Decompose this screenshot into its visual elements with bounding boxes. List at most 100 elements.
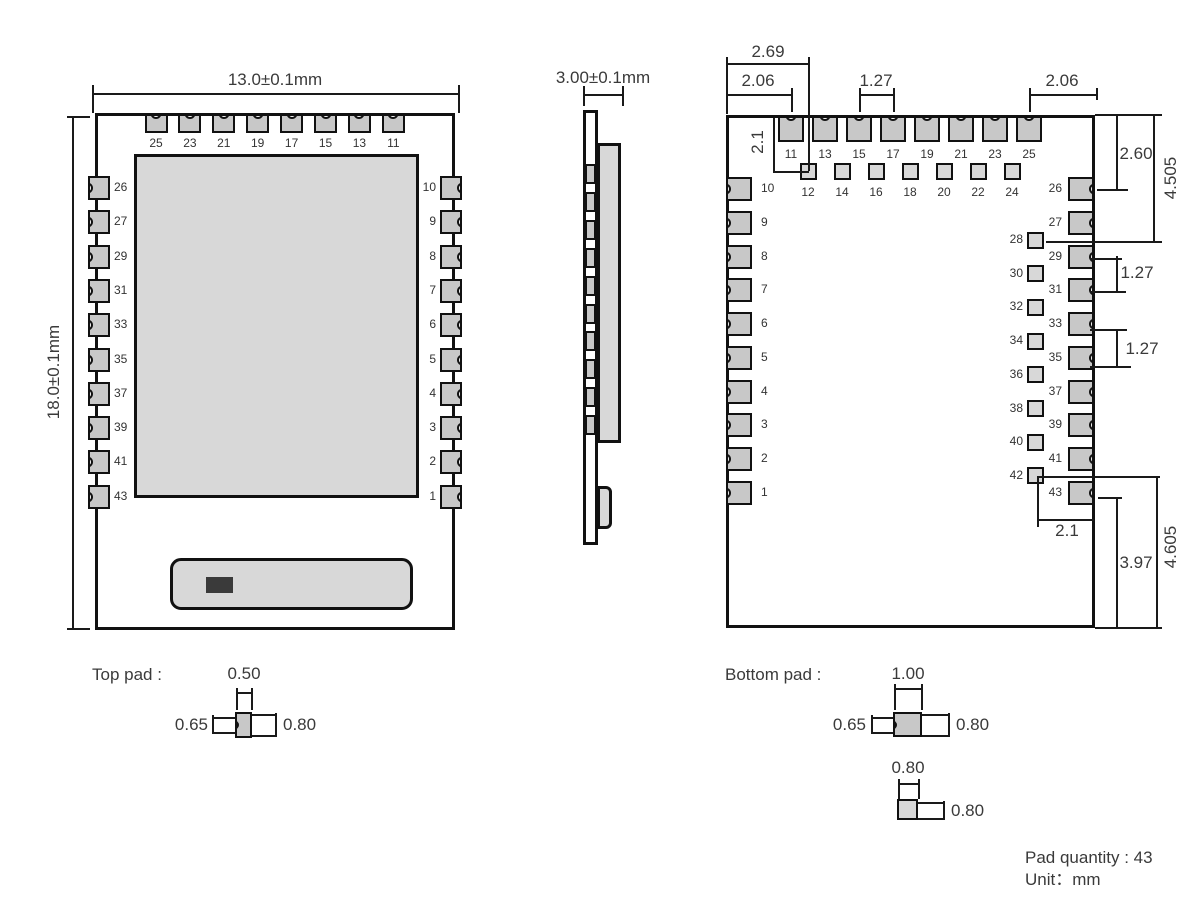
pad-quantity-note: Pad quantity : 43: [1025, 848, 1153, 867]
dim-2-06-right: 2.06: [1045, 71, 1079, 90]
pad-notch-right: [457, 285, 460, 297]
top-view-width-dim: 13.0±0.1mm: [227, 70, 323, 89]
pad-notch-left: [728, 318, 731, 330]
dim-line: [1153, 115, 1155, 241]
pad-notch-right: [457, 251, 460, 263]
pad-notch-top: [955, 118, 967, 121]
dim-2-69: 2.69: [751, 42, 785, 61]
pad-castellated: [846, 116, 872, 142]
pad-label: 29: [114, 248, 128, 263]
pad-castellated: [948, 116, 974, 142]
unit-note: Unit：mm: [1025, 870, 1101, 889]
dim-line: [791, 88, 793, 112]
pad-notch-right: [1089, 487, 1092, 499]
dim-line: [921, 684, 923, 710]
pad-label: 37: [1048, 383, 1062, 398]
pad-label: 37: [114, 385, 128, 400]
pad-castellated: [726, 345, 752, 370]
pad-notch-left: [90, 456, 93, 468]
dim-line: [1090, 329, 1127, 331]
pad-label: 27: [114, 214, 128, 229]
dim-line: [894, 688, 921, 690]
pad-notch-left: [90, 354, 93, 365]
dim-1-27-right-2: 1.27: [1125, 339, 1159, 358]
dim-line: [922, 735, 950, 737]
pad-notch-right: [1089, 217, 1092, 229]
pad-castellated: [914, 116, 940, 142]
dim-line: [773, 118, 775, 171]
bottom-square-pad-detail: [897, 799, 918, 820]
pad-label: 5: [761, 349, 768, 364]
dim-line: [1116, 115, 1118, 189]
pad-label: 11: [784, 147, 798, 161]
bottom-pad-detail-pad: [893, 712, 922, 737]
dim-2-60: 2.60: [1119, 144, 1153, 163]
pad-square: [1003, 163, 1021, 180]
dim-line: [583, 94, 622, 96]
bottom-pad-notch-dim: 0.65: [832, 715, 866, 734]
pad-label: 35: [1048, 349, 1062, 364]
pad-label: 27: [1048, 214, 1062, 229]
pad-label: 24: [1005, 185, 1019, 199]
pad-label: 5: [429, 351, 436, 366]
pad-castellated: [726, 379, 752, 404]
pad-label: 9: [761, 214, 768, 229]
pad-castellated: [440, 244, 462, 269]
pad-notch-left: [90, 285, 93, 297]
pad-castellated: [88, 176, 110, 200]
pad-notch-top: [150, 116, 162, 119]
pad-notch-right: [1089, 183, 1092, 195]
pad-label: 8: [429, 248, 436, 263]
side-view-pad: [585, 415, 596, 436]
pad-castellated: [982, 116, 1008, 142]
dim-line: [918, 818, 945, 820]
pad-castellated: [1068, 379, 1094, 404]
pad-square: [833, 163, 851, 180]
dim-line: [1046, 241, 1162, 243]
dim-line: [898, 783, 918, 785]
pad-notch-top: [286, 116, 298, 119]
pad-castellated: [440, 278, 462, 303]
dim-line: [1098, 497, 1122, 499]
dim-line: [1095, 114, 1162, 116]
pad-notch-right: [457, 319, 460, 331]
pad-notch-right: [457, 422, 460, 434]
pad-castellated: [280, 114, 304, 133]
dim-line: [1096, 88, 1098, 100]
pad-castellated: [440, 381, 462, 406]
pad-label: 1: [429, 488, 436, 503]
pad-castellated: [440, 210, 462, 235]
pad-label: 31: [1048, 282, 1062, 297]
pad-castellated: [440, 176, 462, 200]
pad-label: 36: [1009, 366, 1023, 381]
pad-castellated: [440, 484, 462, 509]
pad-label: 40: [1009, 434, 1023, 449]
pad-label: 17: [886, 147, 900, 161]
pad-label: 16: [869, 185, 883, 199]
dim-line: [1116, 329, 1118, 366]
pad-notch-top: [353, 116, 365, 119]
pad-notch-right: [457, 216, 460, 228]
dim-line: [871, 717, 893, 719]
pad-castellated: [726, 447, 752, 472]
dim-line: [458, 85, 460, 113]
dim-line: [92, 93, 458, 95]
dim-line: [92, 85, 94, 113]
dim-line: [1090, 258, 1122, 260]
side-view-pad: [585, 359, 596, 380]
dim-line: [859, 94, 893, 96]
pad-label: 25: [149, 136, 163, 150]
dim-line: [212, 715, 214, 733]
pad-label: 15: [852, 147, 866, 161]
dim-line: [1029, 94, 1096, 96]
pad-notch-right: [457, 491, 460, 503]
pad-label: 43: [1048, 485, 1062, 500]
side-view-thickness-dim: 3.00±0.1mm: [555, 68, 651, 87]
pad-label: 23: [988, 147, 1002, 161]
pad-notch-left: [728, 251, 731, 263]
dim-3-97: 3.97: [1119, 553, 1153, 572]
dim-line: [212, 717, 235, 719]
pad-castellated: [88, 381, 110, 406]
side-view-pad: [585, 303, 596, 324]
